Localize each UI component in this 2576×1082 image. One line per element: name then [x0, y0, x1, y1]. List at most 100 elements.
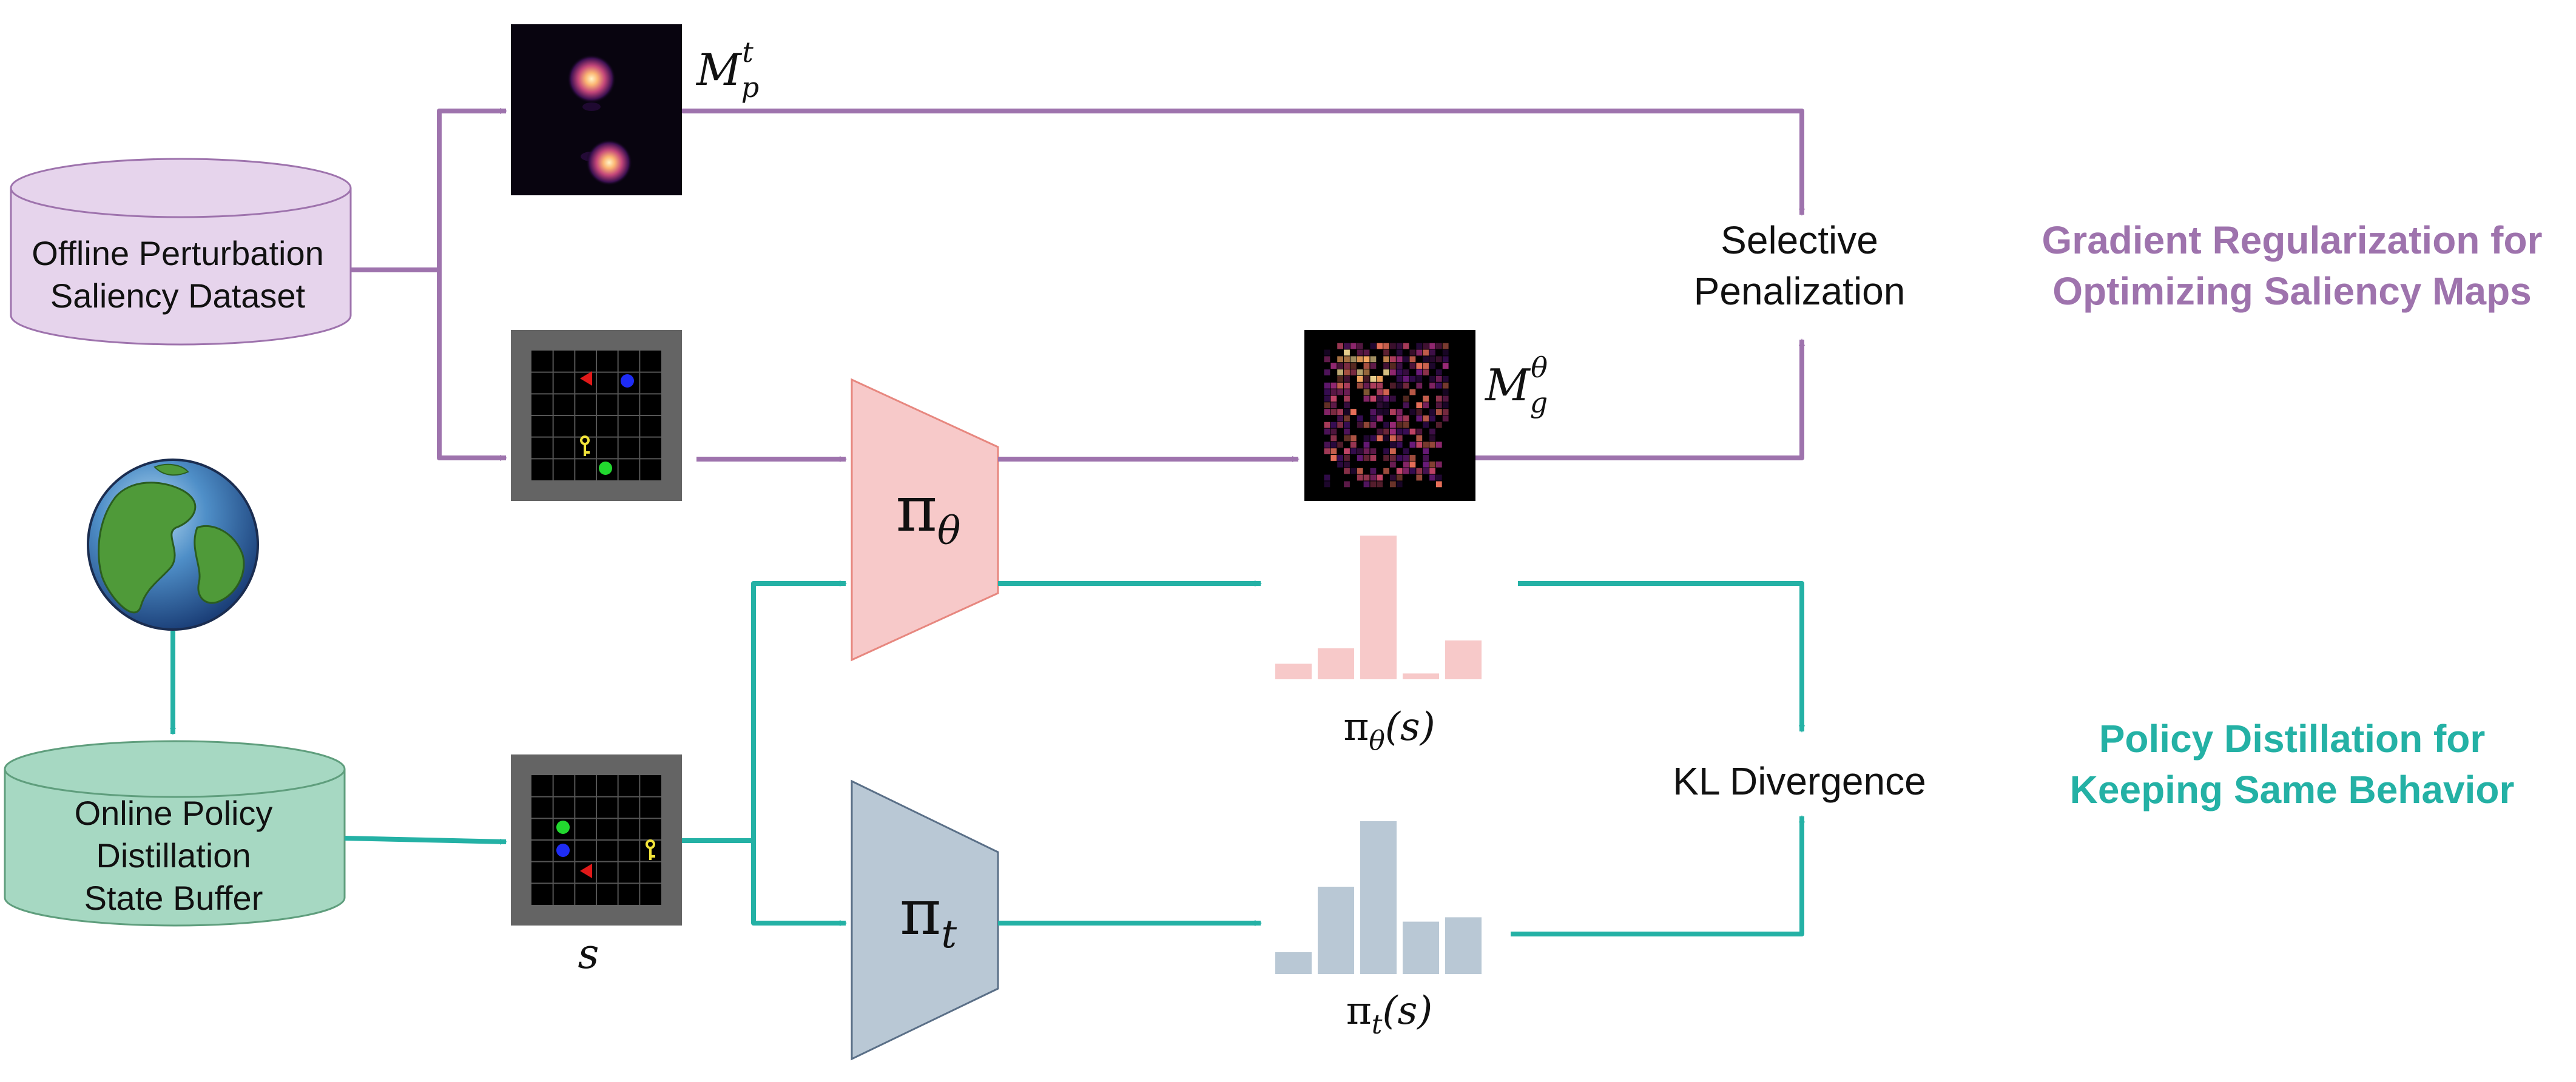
saliency-pixel: [1324, 356, 1330, 363]
saliency-pixel: [1363, 369, 1370, 375]
saliency-pixel: [1390, 356, 1396, 363]
selective-penalization-line2: Penalization: [1694, 269, 1906, 313]
saliency-pixel: [1363, 375, 1370, 382]
saliency-pixel: [1409, 375, 1416, 382]
saliency-pixel: [1429, 435, 1435, 442]
saliency-pixel: [1396, 422, 1403, 428]
saliency-pixel: [1442, 343, 1449, 349]
saliency-pixel: [1423, 402, 1429, 409]
saliency-pixel: [1377, 343, 1383, 349]
saliency-pixel: [1337, 382, 1343, 389]
teacher-action-distribution: [1275, 821, 1482, 974]
saliency-pixel: [1363, 442, 1370, 448]
student-network-label: πθ: [896, 472, 961, 554]
saliency-pixel: [1363, 356, 1370, 363]
saliency-pixel: [1370, 455, 1377, 461]
saliency-pixel: [1435, 481, 1442, 488]
dataset-label-line1: Offline Perturbation: [32, 234, 323, 272]
saliency-pixel: [1363, 455, 1370, 461]
saliency-pixel: [1383, 435, 1389, 442]
saliency-pixel: [1429, 461, 1435, 468]
saliency-pixel: [1403, 455, 1409, 461]
saliency-pixel: [1330, 395, 1337, 402]
saliency-pixel: [1357, 422, 1363, 428]
saliency-pixel: [1429, 474, 1435, 481]
saliency-pixel: [1435, 356, 1442, 363]
saliency-pixel: [1390, 474, 1396, 481]
blue-ball: [621, 374, 634, 388]
saliency-pixel: [1324, 474, 1330, 481]
saliency-pixel: [1403, 428, 1409, 435]
saliency-pixel: [1370, 356, 1377, 363]
student-distribution-label: πθ(s): [1343, 705, 1435, 756]
saliency-pixel: [1377, 435, 1383, 442]
saliency-pixel: [1403, 395, 1409, 402]
saliency-pixel: [1344, 349, 1350, 356]
saliency-pixel: [1337, 356, 1343, 363]
saliency-pixel: [1363, 363, 1370, 369]
saliency-pixel: [1396, 382, 1403, 389]
saliency-pixel: [1435, 442, 1442, 448]
saliency-pixel: [1337, 461, 1343, 468]
saliency-pixel: [1429, 375, 1435, 382]
agent-marker: [580, 864, 592, 878]
saliency-pixel: [1442, 349, 1449, 356]
saliency-pixel: [1370, 474, 1377, 481]
saliency-pixel: [1344, 468, 1350, 474]
saliency-pixel: [1390, 395, 1396, 402]
distribution-bar: [1275, 952, 1312, 974]
saliency-pixel: [1350, 363, 1357, 369]
saliency-pixel: [1324, 389, 1330, 395]
saliency-pixel: [1435, 382, 1442, 389]
saliency-pixel: [1324, 409, 1330, 415]
saliency-pixel: [1357, 356, 1363, 363]
saliency-pixel: [1416, 402, 1423, 409]
saliency-pixel: [1377, 474, 1383, 481]
saliency-pixel: [1429, 363, 1435, 369]
saliency-pixel: [1409, 349, 1416, 356]
saliency-pixel: [1423, 461, 1429, 468]
saliency-pixel: [1383, 468, 1389, 474]
saliency-pixel: [1442, 363, 1449, 369]
saliency-pixel: [1383, 422, 1389, 428]
saliency-pixel: [1409, 409, 1416, 415]
saliency-pixel: [1442, 389, 1449, 395]
saliency-pixel: [1344, 402, 1350, 409]
saliency-pixel: [1416, 349, 1423, 356]
saliency-pixel: [1403, 415, 1409, 422]
saliency-pixel: [1357, 343, 1363, 349]
saliency-pixel: [1396, 481, 1403, 488]
arrow-state-to-teacher: [751, 841, 847, 926]
saliency-pixel: [1423, 415, 1429, 422]
distribution-bar: [1403, 921, 1439, 974]
saliency-pixel: [1390, 422, 1396, 428]
saliency-pixel: [1370, 481, 1377, 488]
distribution-bar: [1275, 664, 1312, 679]
saliency-pixel: [1357, 474, 1363, 481]
teacher-distribution-label: πt(s): [1346, 989, 1433, 1040]
saliency-pixel: [1390, 363, 1396, 369]
saliency-pixel: [1330, 402, 1337, 409]
arrow-teacher-dist-to-kl: [1511, 815, 1805, 936]
saliency-pixel: [1396, 356, 1403, 363]
saliency-pixel: [1403, 382, 1409, 389]
saliency-pixel: [1403, 468, 1409, 474]
saliency-pixel: [1403, 402, 1409, 409]
saliency-pixel: [1403, 369, 1409, 375]
saliency-pixel: [1409, 461, 1416, 468]
saliency-pixel: [1409, 468, 1416, 474]
saliency-pixel: [1429, 356, 1435, 363]
saliency-pixel: [1442, 382, 1449, 389]
selective-penalization-line1: Selective: [1721, 218, 1878, 262]
saliency-pixel: [1390, 448, 1396, 454]
key-icon: [646, 839, 655, 860]
saliency-pixel: [1363, 389, 1370, 395]
saliency-pixel: [1390, 435, 1396, 442]
saliency-pixel: [1423, 356, 1429, 363]
perturbation-map-label: Mpt: [695, 36, 759, 104]
saliency-pixel: [1344, 395, 1350, 402]
saliency-pixel: [1416, 415, 1423, 422]
saliency-pixel: [1350, 468, 1357, 474]
saliency-pixel: [1435, 402, 1442, 409]
